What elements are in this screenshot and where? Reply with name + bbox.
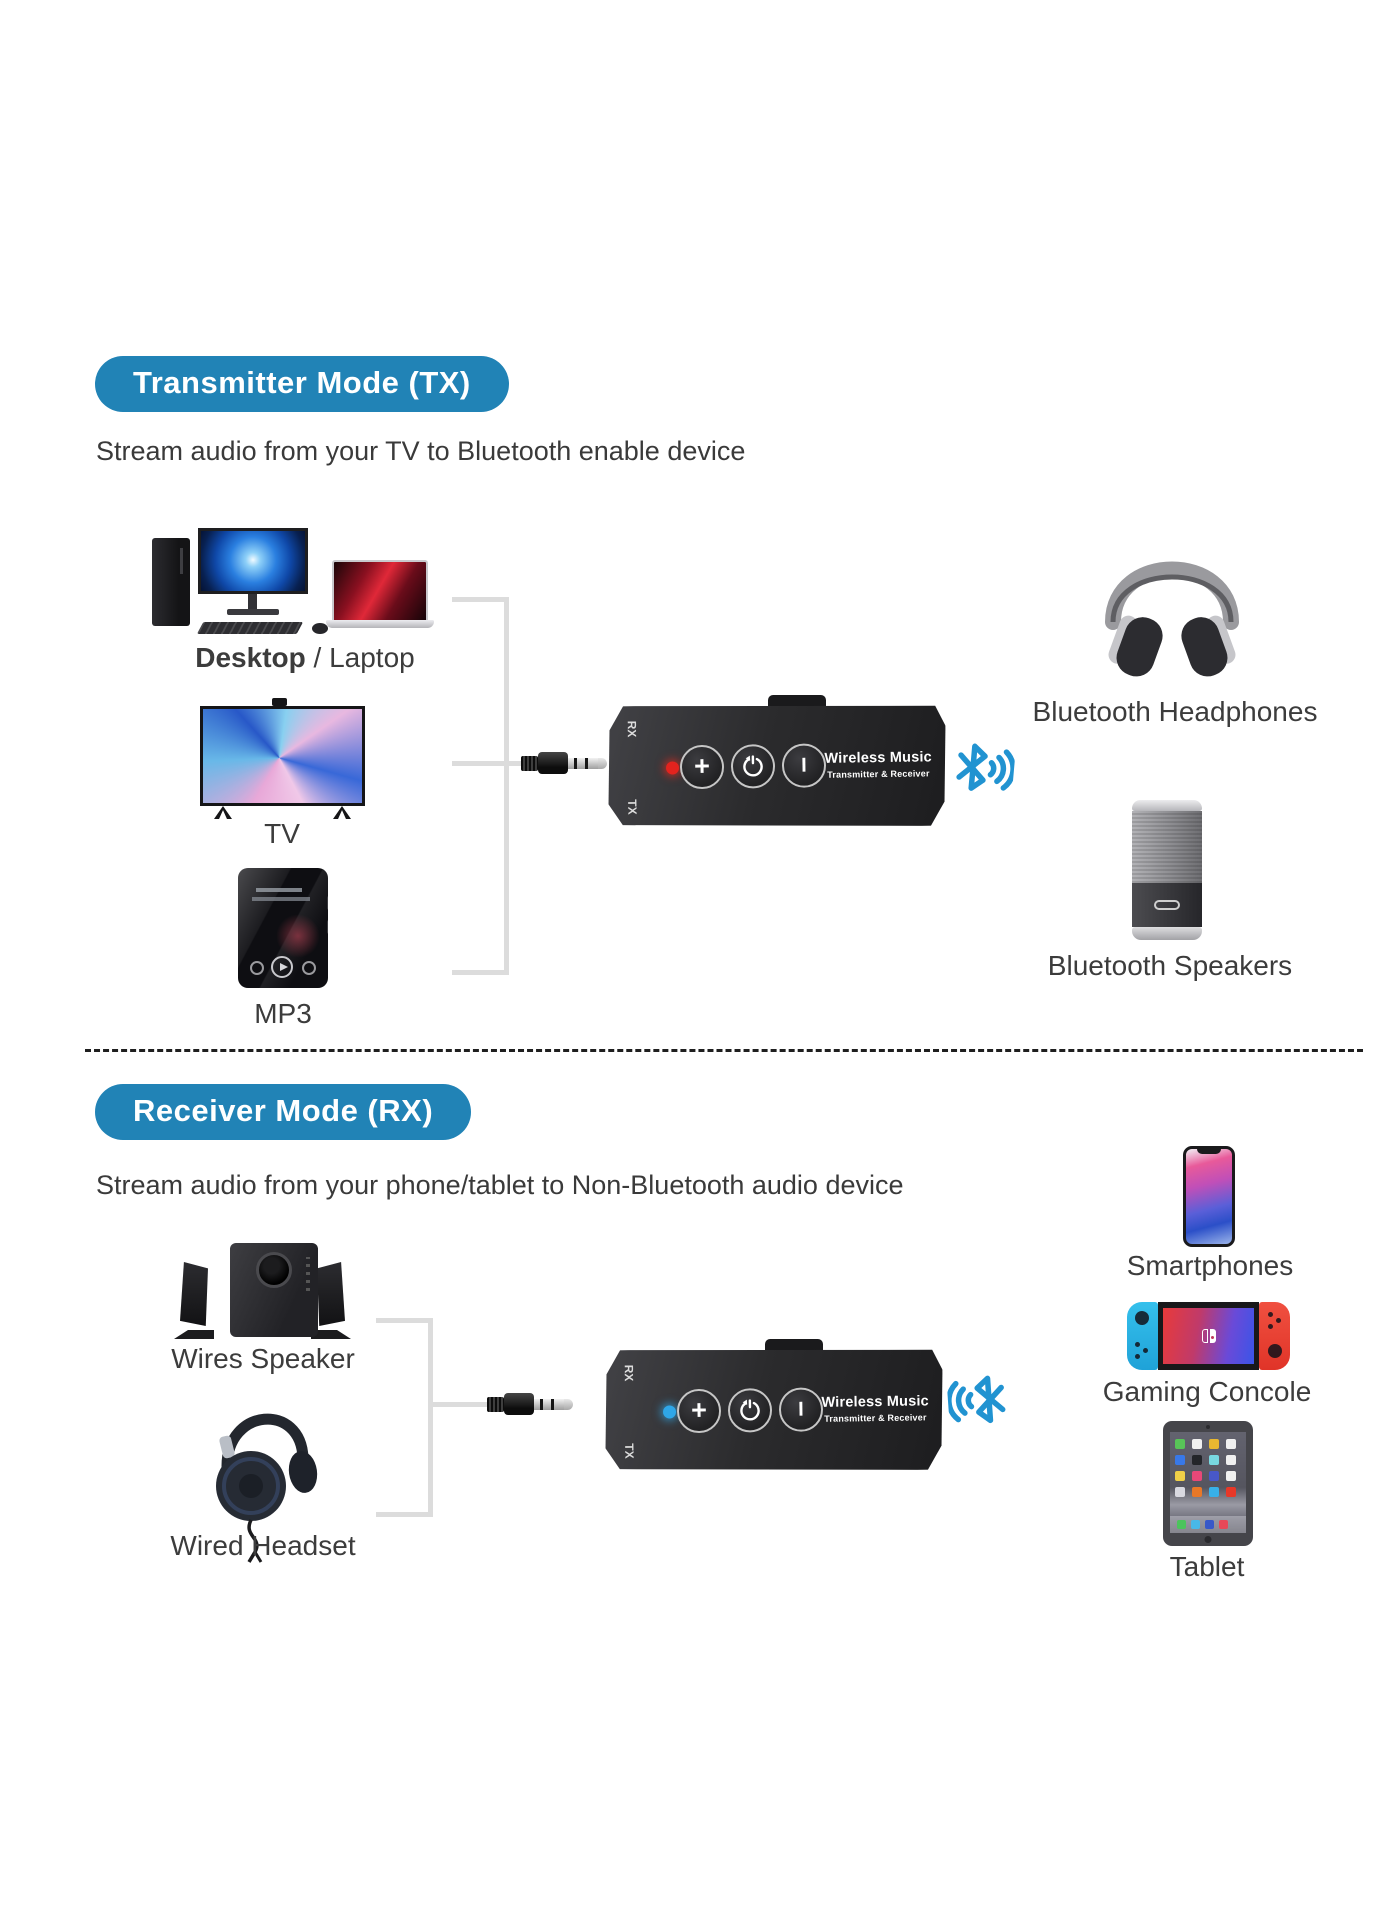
laptop-icon <box>332 560 428 620</box>
bt-adapter-device-tx: RX TX + I Wireless Music <box>607 695 947 831</box>
aux-jack-plug <box>521 752 607 774</box>
game-console-image <box>1127 1302 1290 1370</box>
wired-headset-image <box>216 1413 318 1563</box>
led-indicator-blue <box>663 1405 676 1418</box>
pc-monitor-icon <box>198 528 308 594</box>
tablet-image <box>1163 1421 1253 1546</box>
mp3-label: MP3 <box>254 998 312 1029</box>
pc-tower-icon <box>152 538 190 626</box>
connector-line <box>376 1318 433 1323</box>
gaming-console-label: Gaming Concole <box>1102 1376 1312 1407</box>
wired-headset-label: Wired Headset <box>170 1530 356 1561</box>
device-title: Wireless Music <box>821 1393 930 1411</box>
connector-line <box>428 1402 496 1407</box>
tx-port-label: TX <box>622 1443 637 1459</box>
device-subtitle: Transmitter & Receiver <box>824 1412 927 1424</box>
mouse-icon <box>312 623 328 634</box>
desktop-laptop-label: Desktop / Laptop <box>195 642 415 673</box>
wired-speaker-set-image <box>170 1238 355 1343</box>
mode-button <box>728 1388 773 1433</box>
wires-speaker-label: Wires Speaker <box>171 1343 355 1374</box>
bt-adapter-device-rx: RX TX + I Wireless Music <box>604 1339 944 1475</box>
rx-port-label: RX <box>621 1364 636 1382</box>
connector-line <box>452 761 532 766</box>
mp3-player-image <box>238 868 328 988</box>
speaker-logo <box>1154 900 1180 910</box>
mode-button <box>731 744 776 789</box>
volume-plus-button: + <box>677 1389 722 1434</box>
power-cycle-icon <box>741 754 765 778</box>
rx-subtitle: Stream audio from your phone/tablet to N… <box>96 1170 904 1200</box>
bluetooth-headphones-image <box>1105 561 1239 677</box>
bluetooth-speakers-label: Bluetooth Speakers <box>1047 950 1293 981</box>
tv-label: TV <box>264 818 300 849</box>
desktop-laptop-image <box>150 520 442 638</box>
section-divider <box>85 1049 1363 1052</box>
bluetooth-headphones-label: Bluetooth Headphones <box>1032 696 1318 727</box>
tx-subtitle: Stream audio from your TV to Bluetooth e… <box>96 436 746 466</box>
device-body: RX TX + I Wireless Music <box>607 702 947 831</box>
rx-mode-badge: Receiver Mode (RX) <box>95 1084 472 1140</box>
smartphone-image <box>1183 1146 1235 1247</box>
connector-line <box>504 597 509 975</box>
connector-line <box>452 597 509 602</box>
connector-line <box>452 970 509 975</box>
aux-jack-plug <box>487 1393 573 1415</box>
smartphones-label: Smartphones <box>1126 1250 1294 1281</box>
device-body: RX TX + I Wireless Music <box>604 1346 944 1475</box>
connector-line <box>376 1512 433 1517</box>
play-pause-button: I <box>779 1387 824 1432</box>
tx-mode-badge: Transmitter Mode (TX) <box>95 356 509 412</box>
bluetooth-signal-icon <box>946 1375 1006 1424</box>
console-logo <box>1201 1329 1216 1343</box>
bluetooth-speaker-image <box>1132 800 1202 940</box>
bluetooth-signal-icon <box>956 743 1016 791</box>
connector-line <box>428 1318 433 1517</box>
tablet-label: Tablet <box>1169 1551 1245 1582</box>
power-cycle-icon <box>738 1398 762 1422</box>
tv-image <box>200 698 365 819</box>
